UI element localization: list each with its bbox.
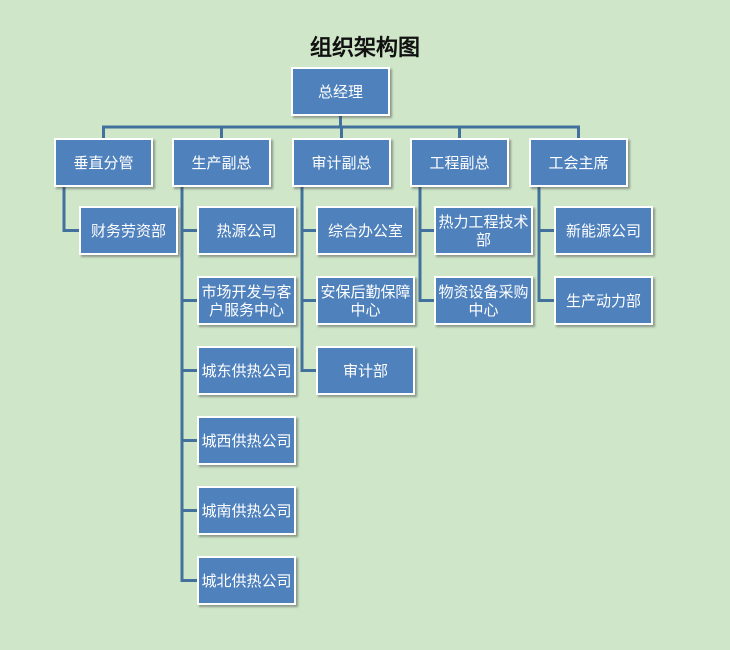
node-market-service: 市场开发与客户服务中心 — [197, 276, 296, 325]
node-power-dept: 生产动力部 — [554, 276, 653, 325]
node-branch-union: 工会主席 — [529, 138, 628, 187]
chart-title: 组织架构图 — [309, 35, 420, 61]
node-branch-production: 生产副总 — [172, 138, 271, 187]
node-heat-source: 热源公司 — [197, 206, 296, 255]
node-thermal-engineering: 热力工程技术部 — [434, 206, 533, 255]
node-new-energy: 新能源公司 — [554, 206, 653, 255]
node-east-heating: 城东供热公司 — [197, 346, 296, 395]
node-general-office: 综合办公室 — [316, 206, 415, 255]
node-procurement: 物资设备采购中心 — [434, 276, 533, 325]
node-general-manager: 总经理 — [291, 67, 390, 116]
node-security-logistics: 安保后勤保障中心 — [316, 276, 415, 325]
node-branch-vertical: 垂直分管 — [54, 138, 153, 187]
node-branch-engineering: 工程副总 — [410, 138, 509, 187]
node-west-heating: 城西供热公司 — [197, 416, 296, 465]
node-finance-hr: 财务劳资部 — [79, 206, 178, 255]
node-branch-audit: 审计副总 — [292, 138, 391, 187]
node-audit-dept: 审计部 — [316, 346, 415, 395]
node-south-heating: 城南供热公司 — [197, 486, 296, 535]
node-north-heating: 城北供热公司 — [197, 556, 296, 605]
